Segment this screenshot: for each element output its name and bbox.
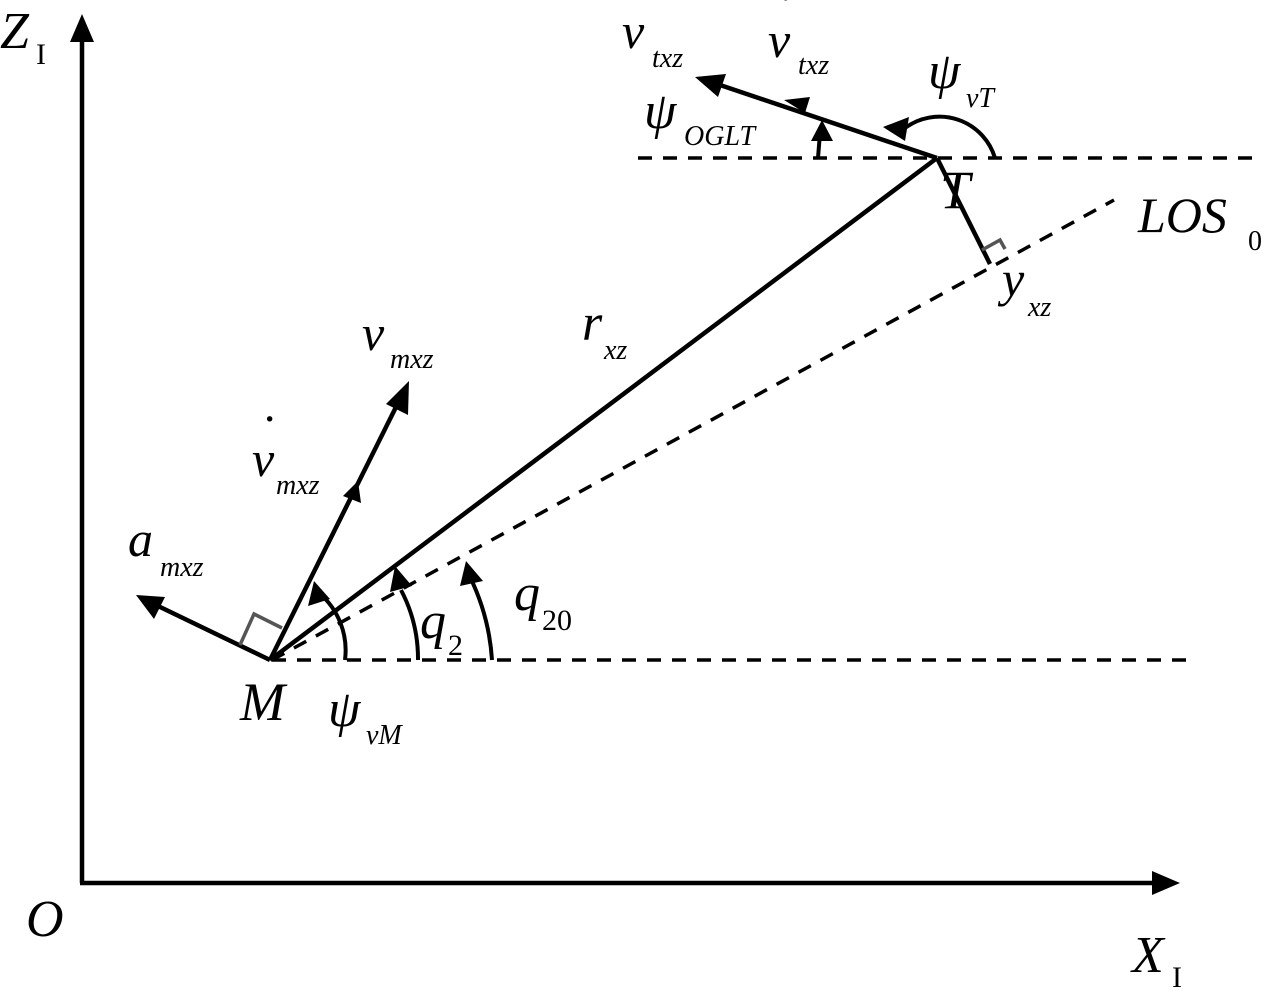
missile-acceleration-arrowhead bbox=[136, 595, 165, 619]
target-velocity-arrowhead bbox=[695, 74, 726, 97]
target-velocity-label-subscript: txz bbox=[652, 43, 683, 74]
q20-arc bbox=[468, 576, 494, 661]
x-axis-label: X I bbox=[1130, 927, 1182, 991]
psi-vT-label-main: ψ bbox=[928, 43, 962, 100]
psi-vM-label-main: ψ bbox=[328, 681, 362, 738]
target-velocity-label: v txz bbox=[622, 3, 683, 74]
miss-distance-label-main: y bbox=[997, 251, 1025, 307]
missile-velocity-label: v mxz bbox=[362, 305, 434, 375]
target-velocity-label-main: v bbox=[622, 3, 645, 59]
miss-distance-label-subscript: xz bbox=[1027, 292, 1051, 323]
q20-label: q 20 bbox=[514, 565, 572, 637]
los0-label-subscript: 0 bbox=[1248, 226, 1262, 257]
missile-velocity-rate-label: · v mxz bbox=[252, 393, 320, 501]
psi-vM-arc bbox=[317, 591, 348, 661]
miss-distance-right-angle-marker bbox=[981, 237, 1007, 252]
z-axis-label-subscript: I bbox=[36, 38, 46, 71]
range-label: r xz bbox=[582, 295, 627, 366]
psi-vM-label-subscript: vM bbox=[366, 720, 403, 751]
los0-label-main: LOS bbox=[1137, 187, 1227, 243]
psi-OGLT-label: ψ OGLT bbox=[644, 83, 757, 152]
target-velocity-rate-arrowhead bbox=[784, 97, 810, 113]
range-line bbox=[268, 156, 939, 662]
q20-label-subscript: 20 bbox=[542, 604, 572, 637]
x-axis-label-subscript: I bbox=[1172, 961, 1182, 991]
x-axis-arrowhead bbox=[1152, 871, 1180, 895]
psi-vT-arc bbox=[903, 114, 997, 159]
missile-acceleration-vector bbox=[157, 603, 271, 663]
initial-los-line bbox=[271, 198, 1115, 662]
q2-label-main: q bbox=[420, 593, 446, 650]
target-point-label: T bbox=[940, 160, 974, 220]
los0-label: LOS 0 bbox=[1137, 187, 1262, 257]
target-velocity-rate-dot: · bbox=[778, 0, 793, 23]
missile-right-angle-marker bbox=[238, 611, 283, 646]
q2-label-subscript: 2 bbox=[448, 629, 463, 662]
missile-velocity-label-subscript: mxz bbox=[390, 344, 434, 375]
q2-arc-arrowhead bbox=[390, 566, 412, 592]
x-axis-label-main: X bbox=[1130, 927, 1166, 984]
target-velocity-rate-label-subscript: txz bbox=[798, 50, 829, 81]
psi-vT-label: ψ vT bbox=[928, 43, 996, 114]
missile-acceleration-label-main: a bbox=[128, 511, 153, 567]
psi-OGLT-arc-arrowhead bbox=[811, 120, 833, 141]
range-label-main: r bbox=[582, 295, 603, 352]
missile-velocity-arrowhead bbox=[386, 381, 409, 415]
psi-vT-label-subscript: vT bbox=[966, 83, 996, 114]
miss-distance-line bbox=[934, 156, 993, 266]
target-velocity-vector bbox=[719, 82, 938, 161]
z-axis-arrowhead bbox=[70, 14, 94, 42]
q2-label: q 2 bbox=[420, 593, 463, 662]
missile-velocity-rate-arrowhead bbox=[343, 481, 361, 503]
range-label-subscript: xz bbox=[603, 335, 627, 366]
psi-vT-arc-arrowhead bbox=[883, 117, 909, 141]
q20-label-main: q bbox=[514, 565, 540, 622]
missile-velocity-rate-label-main: v bbox=[252, 431, 275, 487]
psi-OGLT-label-main: ψ bbox=[644, 83, 678, 140]
q2-arc bbox=[399, 589, 421, 661]
target-velocity-rate-label: · v txz bbox=[768, 0, 829, 81]
psi-vM-label: ψ vM bbox=[328, 681, 403, 751]
miss-distance-label: y xz bbox=[997, 251, 1051, 323]
z-axis-label-main: Z bbox=[0, 3, 30, 60]
origin-label: O bbox=[26, 891, 64, 948]
missile-velocity-vector bbox=[267, 403, 400, 662]
missile-velocity-label-main: v bbox=[362, 305, 385, 361]
psi-OGLT-label-subscript: OGLT bbox=[684, 121, 757, 152]
missile-point-label: M bbox=[239, 672, 288, 732]
z-axis-label: Z I bbox=[0, 3, 46, 71]
target-velocity-rate-label-main: v bbox=[768, 12, 791, 68]
missile-velocity-rate-label-subscript: mxz bbox=[276, 470, 320, 501]
missile-acceleration-label-subscript: mxz bbox=[160, 552, 204, 583]
missile-acceleration-label: a mxz bbox=[128, 511, 204, 583]
psi-vM-arc-arrowhead bbox=[308, 581, 330, 606]
missile-velocity-rate-dot: · bbox=[262, 393, 277, 444]
q20-arc-arrowhead bbox=[460, 561, 483, 586]
